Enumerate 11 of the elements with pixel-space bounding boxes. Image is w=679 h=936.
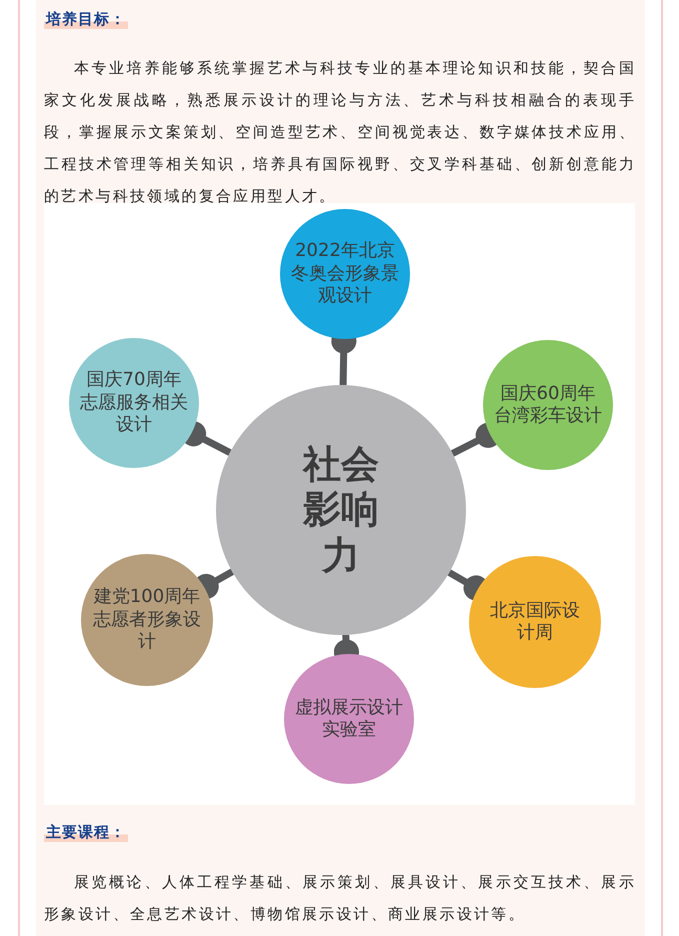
circle-label: 北京国际设计周 (490, 600, 580, 644)
circle-label: 虚拟展示设计实验室 (294, 696, 404, 742)
paragraph: 展览概论、人体工程学基础、展示策划、展具设计、展示交互技术、展示形象设计、全息艺术设计、博物馆展示设计、商业展示设计等。 (44, 872, 636, 925)
section-heading: 培养目标： (44, 9, 128, 29)
section-heading: 主要课程： (44, 822, 128, 842)
circle-label: 国庆70周年志愿服务相关设计 (79, 369, 189, 437)
circle-label: 国庆60周年台湾彩车设计 (493, 382, 603, 428)
paragraph: 本专业培养能够系统掌握艺术与科技专业的基本理论知识和技能，契合国家文化发展战略，熟悉展示设计的理论与方法、艺术与科技相融合的表现手段，掌握展示文案策划、空间造型艺术、空间视觉表达、数字媒体技术应用、工程技术管理等相关知识，培养具有国际视野、交叉学科基础、创新创意能力的艺术与科技领域的复合应用型人才。 (44, 58, 636, 207)
circle-label: 2022年北京冬奥会形象景观设计 (290, 240, 400, 308)
circle-label: 社会影响力 (301, 442, 380, 578)
circle-label: 建党100周年志愿者形象设计 (92, 586, 202, 654)
